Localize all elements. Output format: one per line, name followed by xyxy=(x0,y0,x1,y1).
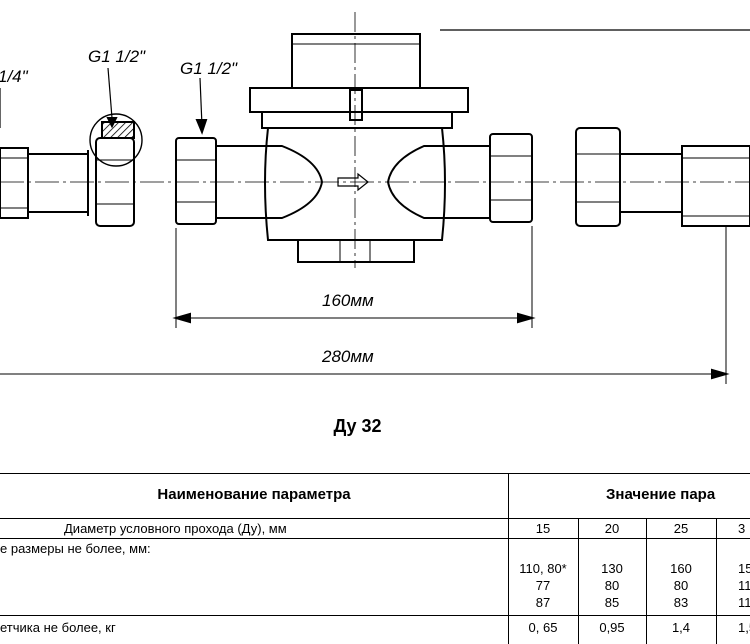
header-parameter-value: Значение пара xyxy=(606,486,716,503)
parameters-table: Наименование параметра Значение пара Диа… xyxy=(0,473,750,644)
table-cell: 15 xyxy=(738,561,750,576)
model-caption: Ду 32 xyxy=(333,416,382,436)
thread-label-left-outer: 1/4" xyxy=(0,67,29,86)
table-cell: 77 xyxy=(535,578,551,593)
table-cell: 83 xyxy=(673,595,689,610)
table-cell: 0, 65 xyxy=(528,620,558,635)
dimension-160: 160мм xyxy=(322,291,374,310)
table-cell: 25 xyxy=(673,521,689,536)
table-cell: 0,95 xyxy=(599,620,625,635)
table-cell: 80 xyxy=(604,578,620,593)
table-cell: 110, 80* xyxy=(519,561,567,576)
table-cell: 15 xyxy=(535,521,551,536)
table-cell: 1,4 xyxy=(671,620,691,635)
table-cell: 87 xyxy=(535,595,551,610)
thread-label-center: G1 1/2" xyxy=(180,59,238,78)
table-cell: 11 xyxy=(738,578,750,593)
water-meter-drawing: 1/4" G1 1/2" G1 1/2" 160мм 280мм xyxy=(0,12,750,384)
table-row-param: етчика не более, кг xyxy=(0,620,116,635)
table-row-param: е размеры не более, мм: xyxy=(0,541,151,556)
header-parameter-name: Наименование параметра xyxy=(157,486,351,503)
table-cell: 80 xyxy=(673,578,689,593)
dimension-280: 280мм xyxy=(321,347,374,366)
table-cell: 130 xyxy=(601,561,623,576)
table-cell: 11 xyxy=(738,595,750,610)
table-cell: 160 xyxy=(670,561,692,576)
table-row-param: Диаметр условного прохода (Ду), мм xyxy=(64,521,287,536)
table-cell: 3 xyxy=(738,521,746,536)
table-cell: 20 xyxy=(604,521,620,536)
table-cell: 85 xyxy=(604,595,620,610)
thread-label-left-inner: G1 1/2" xyxy=(88,47,146,66)
table-cell: 1,5 xyxy=(738,620,750,635)
